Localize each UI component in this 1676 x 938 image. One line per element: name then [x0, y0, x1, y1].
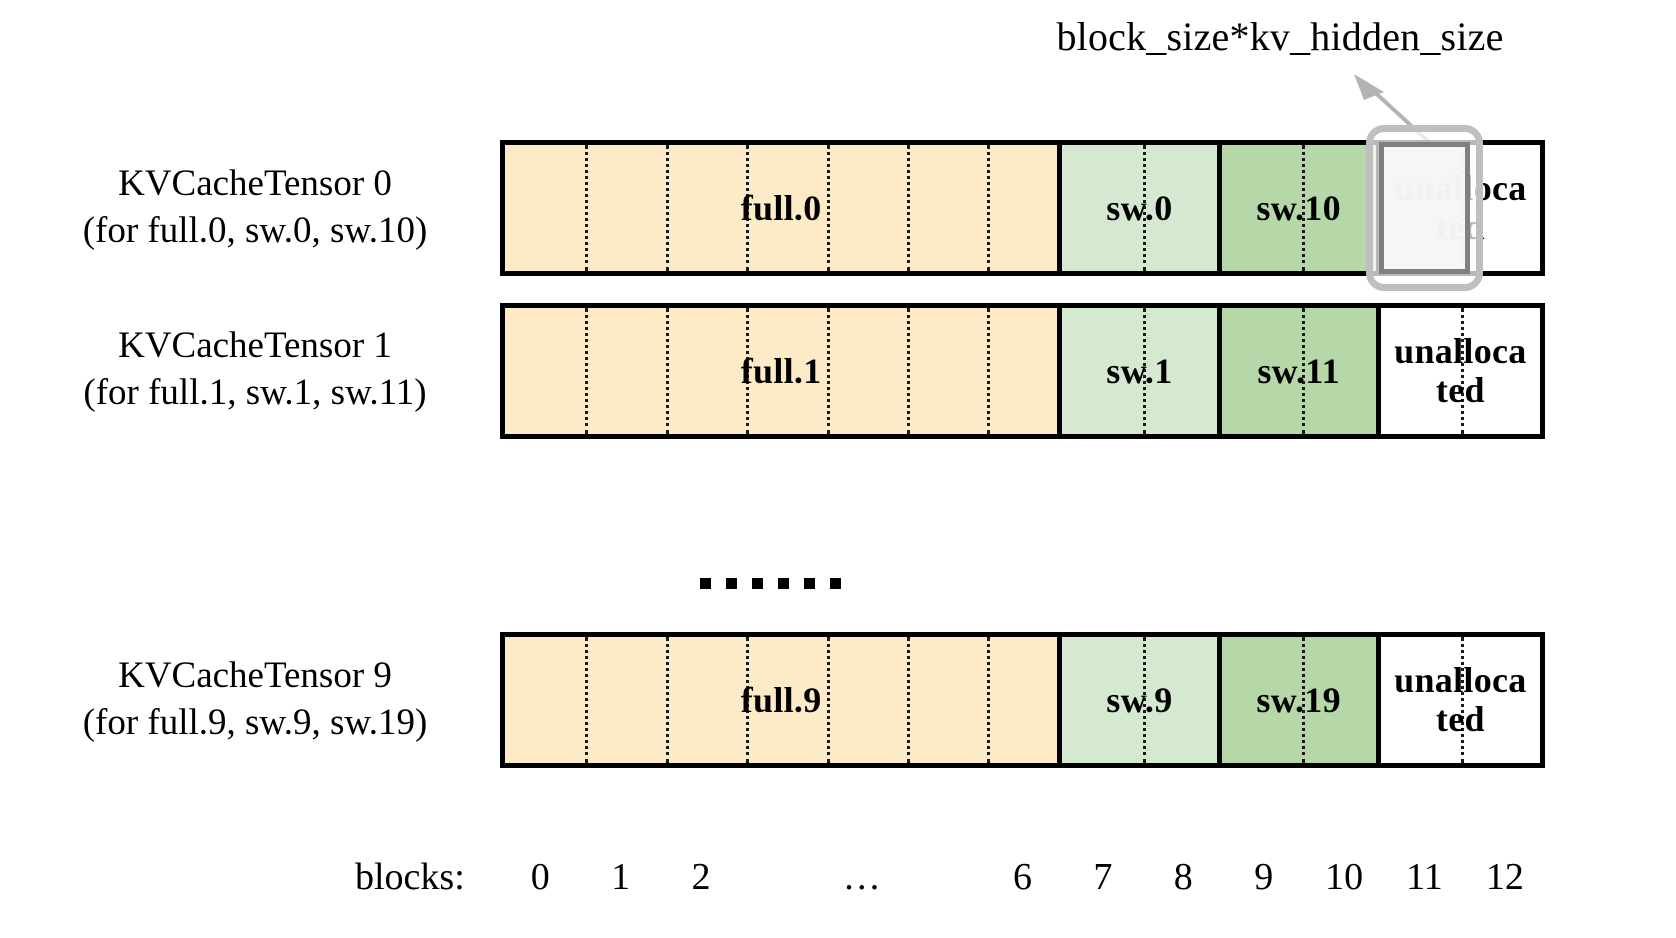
blocks-axis-tick: 0: [530, 856, 550, 898]
blocks-axis-tick: 10: [1325, 856, 1364, 898]
block-divider: [665, 637, 669, 763]
block-divider: [906, 145, 910, 271]
tensor-segment[interactable]: sw.1: [1062, 308, 1222, 434]
block-divider: [906, 637, 910, 763]
block-divider: [1301, 308, 1305, 434]
block-divider: [585, 145, 589, 271]
ellipsis-dot: [700, 578, 711, 589]
block-divider: [1142, 308, 1146, 434]
tensor-segment-label-line1: unalloca: [1394, 331, 1527, 372]
tensor-row-label-line1: KVCacheTensor 1: [118, 325, 392, 366]
ellipsis-dot: [830, 578, 841, 589]
block-divider: [906, 308, 910, 434]
block-divider: [1461, 308, 1465, 434]
block-divider: [746, 145, 750, 271]
block-divider: [1461, 637, 1465, 763]
tensor-row-label: KVCacheTensor 1 (for full.1, sw.1, sw.11): [20, 322, 490, 417]
tensor-segment-label-line2: ted: [1435, 207, 1485, 247]
block-divider: [987, 145, 991, 271]
block-divider: [665, 145, 669, 271]
tensor-segment-label: sw.1: [1106, 350, 1173, 391]
block-divider: [987, 637, 991, 763]
block-divider: [665, 308, 669, 434]
block-divider: [585, 637, 589, 763]
blocks-axis-tick: 6: [1013, 856, 1033, 898]
block-divider: [1301, 637, 1305, 763]
tensor-segment-label-line1: unalloca: [1394, 660, 1527, 701]
tensor-segment-label: sw.9: [1106, 679, 1173, 720]
tensor-segment-label: sw.11: [1257, 350, 1340, 391]
ellipsis-dot: [726, 578, 737, 589]
blocks-axis-tick: 7: [1093, 856, 1113, 898]
tensor-segment[interactable]: sw.0: [1062, 145, 1222, 271]
tensor-row-label: KVCacheTensor 9 (for full.9, sw.9, sw.19): [20, 652, 490, 747]
ellipsis-dot: [752, 578, 763, 589]
block-divider: [1142, 637, 1146, 763]
tensor-row-label-line1: KVCacheTensor 0: [118, 163, 392, 204]
tensor-segment[interactable]: sw.19: [1221, 637, 1381, 763]
tensor-segment-label-line2: ted: [1435, 699, 1485, 739]
block-divider: [987, 308, 991, 434]
tensor-segment-label: full.0: [740, 187, 822, 228]
annotation-label: block_size*kv_hidden_size: [1056, 14, 1504, 59]
blocks-axis-tick: 9: [1254, 856, 1274, 898]
block-divider: [1142, 145, 1146, 271]
ellipsis-dot: [778, 578, 789, 589]
tensor-segment-label-line2: ted: [1435, 370, 1485, 410]
blocks-axis-title: blocks:: [355, 856, 465, 898]
block-divider: [746, 637, 750, 763]
tensor-segment[interactable]: full.9: [505, 637, 1063, 763]
tensor-segment[interactable]: sw.10: [1221, 145, 1381, 271]
block-divider: [826, 637, 830, 763]
tensor-segment-label-line1: unalloca: [1394, 168, 1527, 209]
block-divider: [585, 308, 589, 434]
tensor-segment-label: sw.0: [1106, 187, 1173, 228]
tensor-segment-label: full.9: [740, 679, 822, 720]
tensor-row-label-line2: (for full.1, sw.1, sw.11): [83, 372, 427, 414]
tensor-segment[interactable]: full.1: [505, 308, 1063, 434]
tensor-segment-label: full.1: [740, 350, 822, 391]
blocks-axis-tick: 11: [1406, 856, 1443, 898]
blocks-axis-tick: 2: [691, 856, 711, 898]
tensor-segment[interactable]: full.0: [505, 145, 1063, 271]
blocks-axis-tick: 8: [1173, 856, 1193, 898]
block-divider: [826, 308, 830, 434]
ellipsis-dot: [804, 578, 815, 589]
tensor-row-label: KVCacheTensor 0 (for full.0, sw.0, sw.10): [20, 160, 490, 255]
block-divider: [746, 308, 750, 434]
tensor-row-label-line2: (for full.0, sw.0, sw.10): [82, 210, 428, 252]
tensor-segment[interactable]: sw.9: [1062, 637, 1222, 763]
tensor-segment-label: sw.10: [1256, 187, 1341, 228]
blocks-axis-tick: …: [842, 856, 881, 898]
blocks-axis-tick: 12: [1485, 856, 1524, 898]
tensor-row-label-line2: (for full.9, sw.9, sw.19): [82, 702, 428, 744]
tensor-segment[interactable]: sw.11: [1221, 308, 1381, 434]
vertical-ellipsis: [700, 578, 841, 589]
tensor-row-label-line1: KVCacheTensor 9: [118, 655, 392, 696]
block-divider: [1301, 145, 1305, 271]
block-divider: [826, 145, 830, 271]
tensor-segment-label: sw.19: [1256, 679, 1341, 720]
blocks-axis-tick: 1: [611, 856, 631, 898]
